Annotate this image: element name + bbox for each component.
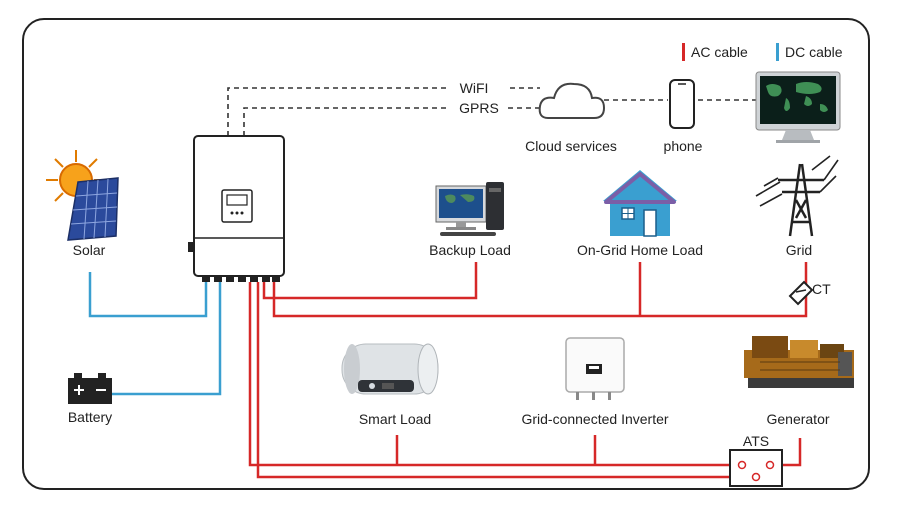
monitor-map-icon [755, 71, 841, 143]
ct-clamp-icon [788, 280, 814, 306]
ct-label: CT [812, 281, 831, 297]
phone-label: phone [663, 138, 703, 154]
dc-legend-swatch [776, 43, 779, 61]
generator-icon [744, 336, 854, 388]
gprs-link [243, 107, 450, 136]
comm-lines [227, 87, 756, 136]
pylon-icon [755, 155, 839, 237]
dc-cable-label: DC cable [785, 44, 843, 60]
ats-switch-icon [729, 449, 783, 487]
battery-icon [68, 373, 112, 404]
smart-load-label: Smart Load [358, 411, 432, 427]
ac-cable-legend: AC cable [691, 44, 748, 60]
phone-icon [669, 79, 695, 129]
battery-dc-cable [112, 282, 222, 396]
grid-cable [272, 262, 808, 318]
generator-label: Generator [766, 411, 830, 427]
ats-label: ATS [742, 433, 770, 449]
wifi-link [227, 87, 450, 136]
dc-cables [88, 272, 222, 396]
battery-label: Battery [67, 409, 113, 425]
grid-label: Grid [785, 242, 813, 258]
cloud-services-label: Cloud services [525, 138, 617, 154]
dc-cable-legend: DC cable [785, 44, 843, 60]
sun-panel-icon [46, 150, 119, 241]
backup-load-label: Backup Load [429, 242, 511, 258]
water-heater-icon [341, 343, 439, 395]
string-inverter-icon [565, 337, 625, 400]
inverter-icon [188, 135, 285, 282]
grid-ats-cable [256, 282, 750, 479]
computer-icon [435, 182, 504, 236]
gprs-label: GPRS [459, 100, 499, 116]
house-icon [603, 170, 677, 237]
wifi-label: WiFI [459, 80, 489, 96]
ac-cables [248, 262, 808, 479]
home-load-label: On-Grid Home Load [576, 242, 704, 258]
ac-cable-label: AC cable [691, 44, 748, 60]
ac-legend-swatch [682, 43, 685, 61]
solar-label: Solar [72, 242, 106, 258]
backup-load-cable [262, 262, 478, 300]
generator-bus-cable [248, 282, 740, 467]
diagram-frame [22, 18, 870, 490]
cloud-icon [538, 82, 606, 119]
grid-inverter-label: Grid-connected Inverter [521, 411, 669, 427]
solar-dc-cable [88, 272, 208, 318]
